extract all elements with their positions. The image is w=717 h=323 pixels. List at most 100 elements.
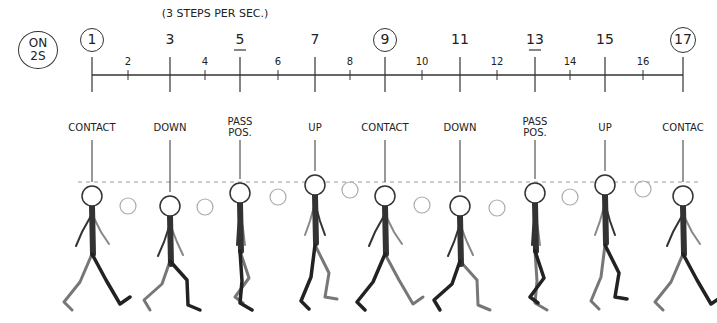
near-leg [434,261,460,310]
key-leader [460,140,461,192]
key-pose-label: CONTACT [68,122,115,133]
frame-number: 5 [236,32,245,47]
title: (3 STEPS PER SEC.) [162,8,269,20]
near-arm [605,203,615,235]
key-leader [240,140,241,179]
near-leg [357,254,385,310]
walker-figure [64,186,130,310]
frame-number: 13 [526,32,544,47]
inbetween-tick [278,70,279,80]
key-frame-number: 1 [88,32,97,47]
inbetween-number: 12 [491,56,504,67]
inbetween-number: 2 [125,56,131,67]
inbetween-number: 8 [347,56,353,67]
walker-figure [434,196,490,310]
near-arm [315,203,325,235]
near-leg [301,245,315,309]
exposure-note: ON 2S [26,37,50,63]
walker-figure [525,183,547,310]
inbetween-head [342,182,358,198]
near-arm [76,214,92,246]
near-arm [237,211,240,245]
near-arm [448,224,460,256]
inbetween-head [414,197,430,213]
far-leg [315,245,337,299]
far-leg [655,254,683,310]
inbetween-number: 16 [637,56,650,67]
key-tick [91,57,92,92]
inbetween-tick [128,70,129,80]
head [230,183,250,203]
frame-number: 7 [311,32,320,47]
near-leg [170,261,200,310]
key-tick [459,57,460,92]
frame-number: 3 [166,32,175,47]
head [673,186,693,206]
near-arm [369,214,385,246]
far-leg [385,254,423,304]
key-pose-label: PASS POS. [221,116,259,138]
key-tick [384,57,385,92]
inbetween-number: 4 [202,56,208,67]
inbetween-number: 10 [416,56,429,67]
key-pose-label: UP [598,122,611,133]
inbetween-tick [350,70,351,80]
inbetween-tick [497,70,498,80]
key-tick [239,57,240,92]
frame-number: 15 [596,32,614,47]
key-pose-label: DOWN [154,122,187,133]
head [305,175,325,195]
head [525,183,545,203]
key-pose-label: PASS POS. [516,116,554,138]
key-tick [682,57,683,92]
key-pose-label: CONTAC [662,122,703,133]
head [82,186,102,206]
near-leg [92,254,130,304]
far-leg [460,261,490,310]
frame-number: 11 [451,32,469,47]
walker-figure [230,183,252,310]
key-pose-label: UP [308,122,321,133]
key-leader [535,140,536,179]
timeline-line [92,74,683,75]
near-arm [532,211,535,245]
head [160,196,180,216]
inbetween-tick [205,70,206,80]
inbetween-head [270,189,286,205]
key-leader [315,140,316,171]
inbetween-tick [422,70,423,80]
key-leader [385,140,386,182]
walker-figure [144,196,200,310]
inbetween-head [489,200,505,216]
key-frame-circle: 9 [373,28,397,52]
key-leader [683,140,684,182]
near-leg [240,251,252,310]
key-frame-circle: 1 [80,28,104,52]
near-arm [667,214,683,246]
key-tick [169,57,170,92]
inbetween-number: 6 [275,56,281,67]
head [595,175,615,195]
inbetween-number: 14 [564,56,577,67]
key-frame-number: 9 [381,32,390,47]
inbetween-head [635,181,651,197]
underline [529,49,541,50]
walker-figure [357,186,423,310]
underline [234,49,246,50]
near-arm [158,224,170,256]
key-pose-label: DOWN [444,122,477,133]
key-tick [314,57,315,92]
head [450,196,470,216]
far-leg [591,245,605,309]
key-tick [534,57,535,92]
inbetween-head [120,198,136,214]
key-leader [92,140,93,182]
inbetween-head [197,199,213,215]
near-leg [605,245,627,299]
timeline [92,50,683,92]
key-leader [170,140,171,192]
exposure-ellipse: ON 2S [18,31,58,69]
head [375,186,395,206]
